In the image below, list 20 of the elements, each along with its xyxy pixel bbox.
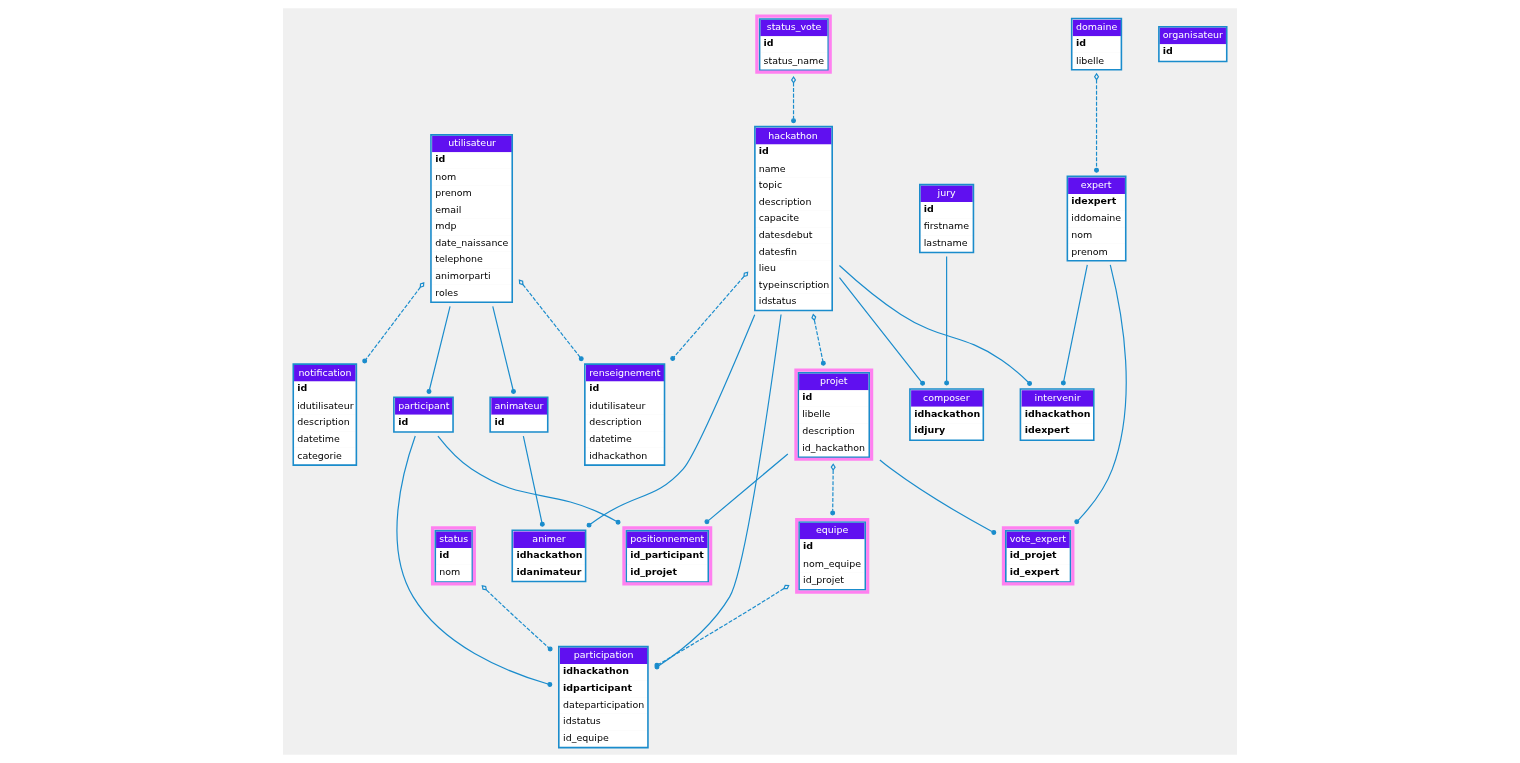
connector xyxy=(362,281,425,364)
connector xyxy=(838,264,1033,386)
connector xyxy=(704,453,789,525)
connector xyxy=(838,277,926,386)
connector xyxy=(811,313,826,366)
connector xyxy=(396,435,553,688)
connector xyxy=(944,256,950,386)
connector xyxy=(1074,264,1127,525)
connector xyxy=(790,76,797,124)
connector xyxy=(492,305,516,394)
connector xyxy=(481,585,553,652)
connector xyxy=(518,279,584,362)
connector xyxy=(879,459,997,535)
connector xyxy=(437,435,621,525)
connector xyxy=(1093,72,1100,173)
connector xyxy=(522,435,545,527)
connector xyxy=(426,305,451,394)
connector xyxy=(830,463,836,516)
connector xyxy=(670,271,749,361)
connector xyxy=(1060,264,1088,386)
